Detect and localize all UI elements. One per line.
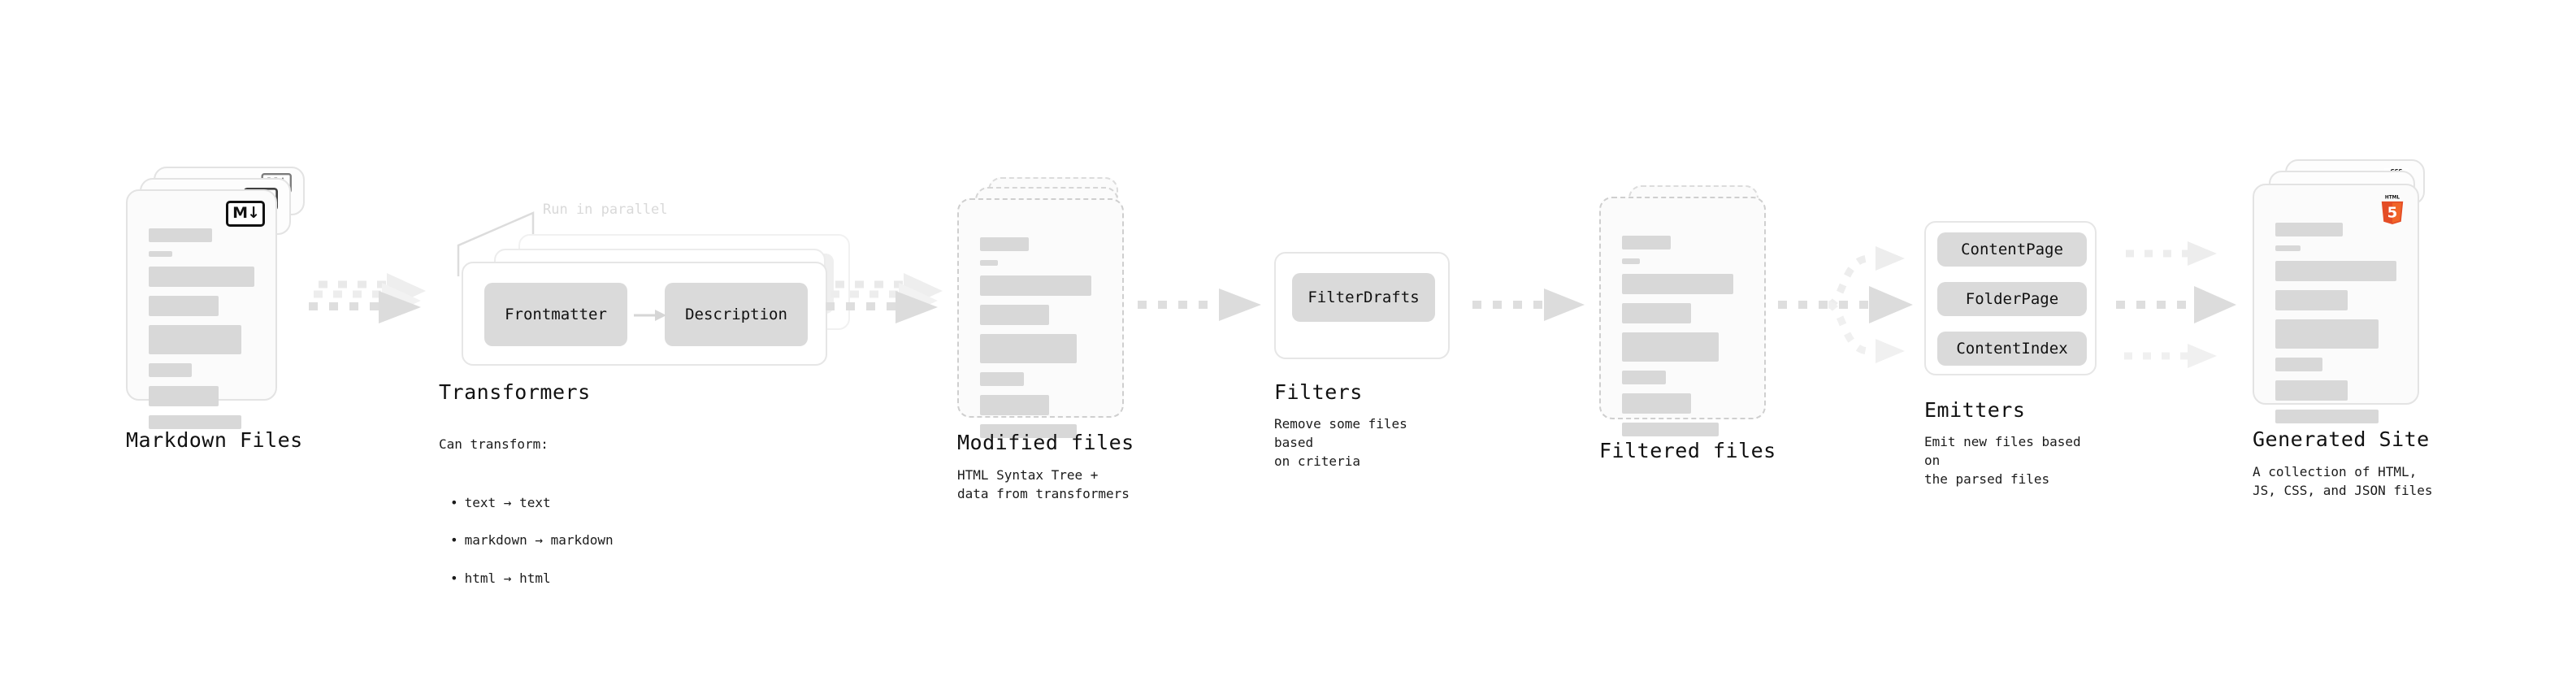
emitter-pill-contentindex-label: ContentIndex [1956,340,2068,358]
skeleton-bar [980,424,1078,438]
skeleton-bar [980,372,1024,386]
transformer-pill-frontmatter-label: Frontmatter [505,306,607,323]
transformer-panel-front: Frontmatter Description [462,262,827,366]
generated-site-card-stack: CSS HTML 5 [2253,159,2439,423]
skeleton-bar [1622,236,1671,249]
skeleton-bar [980,260,999,266]
stage-title-emitters: Emitters [1924,398,2026,422]
emitter-pill-contentpage-label: ContentPage [1961,241,2063,258]
filter-pill-filterdrafts[interactable]: FilterDrafts [1292,273,1435,322]
skeleton-bar [1622,332,1720,362]
filtered-skeleton-lines [1622,236,1743,445]
stage-title-filters: Filters [1274,380,1363,404]
stage-title-filtered-files: Filtered files [1599,439,1776,462]
skeleton-bar [1622,371,1666,384]
generated-card-front: HTML 5 [2253,184,2419,423]
transformer-pill-frontmatter[interactable]: Frontmatter [484,283,627,346]
skeleton-bar [149,363,193,377]
stage-desc-modified-files: HTML Syntax Tree + data from transformer… [957,467,1130,502]
skeleton-bar [2275,358,2323,371]
skeleton-bar [2275,245,2301,251]
skeleton-bar [1622,393,1691,414]
stage-markdown-files: M↓ M↓ M↓ Markdown Files [126,167,305,452]
stage-modified-files: Modified files HTML Syntax Tree + data f… [957,177,1136,501]
transformer-pill-description-label: Description [685,306,787,323]
markdown-card-stack: M↓ M↓ M↓ [126,167,305,429]
stage-transformers: Run in parallel Frontmatter Descriptio [439,195,861,586]
skeleton-bar [980,334,1078,363]
generated-skeleton-lines [2275,223,2396,432]
skeleton-bar [1622,274,1734,294]
skeleton-bar [149,267,254,287]
filtered-card-stack [1599,185,1778,436]
stage-desc-filters: Remove some files based on criteria [1274,416,1407,470]
stage-emitters: ContentPage FolderPage ContentIndex Emit… [1924,221,2097,487]
svg-text:5: 5 [2387,205,2398,222]
emitter-pill-contentpage[interactable]: ContentPage [1937,232,2087,267]
skeleton-bar [149,386,219,406]
skeleton-bar [2275,223,2344,236]
transformer-pill-description[interactable]: Description [665,283,808,346]
skeleton-bar [149,415,242,429]
skeleton-bar [1622,303,1691,323]
svg-text:HTML: HTML [2385,196,2400,201]
skeleton-bar [980,305,1049,325]
stage-generated-site: CSS HTML 5 [2253,159,2439,498]
md-badge-front: M↓ [226,201,265,227]
run-in-parallel-bracket [457,211,535,276]
stage-title-generated-site: Generated Site [2253,427,2430,451]
skeleton-bar [1622,423,1720,436]
filters-panel: FilterDrafts [1274,252,1450,359]
stage-desc-emitters: Emit new files based on the parsed files [1924,434,2081,488]
skeleton-bar [2275,319,2379,349]
emitter-pill-folderpage[interactable]: FolderPage [1937,282,2087,316]
modified-skeleton-lines [980,237,1101,447]
stage-filtered-files: Filtered files [1599,185,1778,462]
transformers-desc-lead: Can transform: [439,436,549,453]
skeleton-bar [980,275,1092,296]
skeleton-bar [1622,258,1641,264]
stage-desc-transformers: Can transform: text → text markdown → ma… [439,416,614,625]
transformers-bullet-list: text → text markdown → markdown html → h… [439,475,614,606]
stage-title-transformers: Transformers [439,380,591,404]
emitter-pill-folderpage-label: FolderPage [1965,290,2059,308]
transformers-bullet: html → html [450,569,614,588]
filter-pill-filterdrafts-label: FilterDrafts [1308,288,1420,306]
modified-card-front [957,198,1124,438]
markdown-card-front: M↓ [126,189,277,429]
stage-filters: FilterDrafts Filters Remove some files b… [1274,252,1450,469]
skeleton-bar [149,228,212,242]
run-in-parallel-label: Run in parallel [543,202,668,218]
skeleton-bar [149,251,172,257]
modified-card-stack [957,177,1136,438]
markdown-skeleton-lines [149,228,254,438]
emitter-pill-contentindex[interactable]: ContentIndex [1937,332,2087,366]
skeleton-bar [2275,290,2348,310]
skeleton-bar [2275,380,2348,401]
skeleton-bar [980,237,1029,251]
skeleton-bar [149,325,242,354]
stage-title-modified-files: Modified files [957,431,1134,454]
emitters-panel: ContentPage FolderPage ContentIndex [1924,221,2097,375]
skeleton-bar [980,395,1049,415]
stage-title-markdown-files: Markdown Files [126,428,303,452]
skeleton-bar [149,296,219,316]
html5-icon: HTML 5 [2381,196,2404,224]
stage-desc-generated-site: A collection of HTML, JS, CSS, and JSON … [2253,464,2433,499]
skeleton-bar [2275,410,2379,423]
skeleton-bar [2275,261,2396,281]
transformers-bullet: text → text [450,493,614,512]
filtered-card-front [1599,197,1766,436]
transformers-bullet: markdown → markdown [450,531,614,549]
transformer-inner-arrow [634,310,666,321]
